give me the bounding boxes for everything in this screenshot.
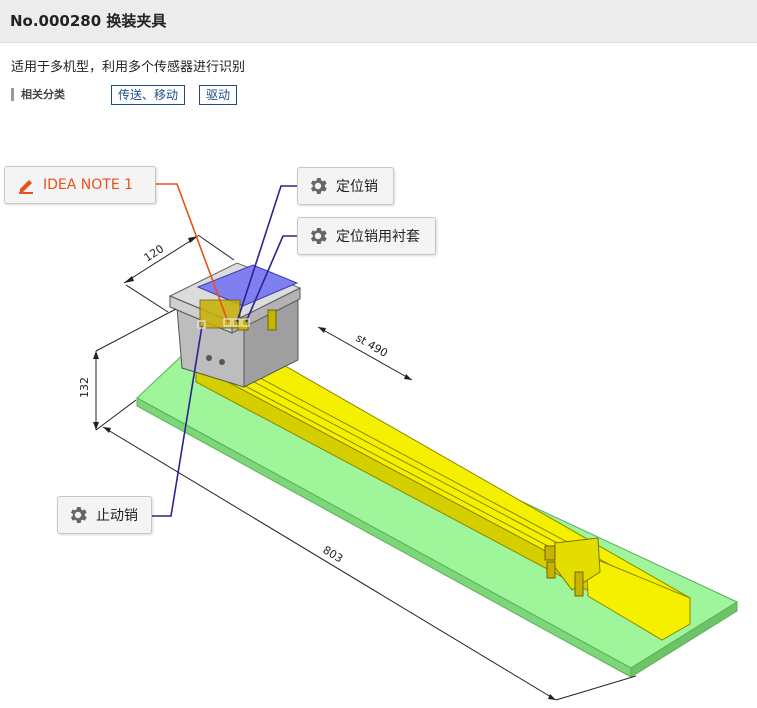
gear-icon <box>310 178 327 194</box>
idea-note-label: IDEA NOTE 1 <box>43 177 134 193</box>
gear-icon <box>70 507 87 523</box>
pin-bushing-label: 定位销用衬套 <box>336 229 420 245</box>
pencil-icon <box>19 180 33 194</box>
category-tag-drive[interactable]: 驱动 <box>199 85 238 105</box>
dimension-arrows <box>93 236 556 700</box>
leader-markers <box>197 318 250 329</box>
idea-note-callout[interactable]: IDEA NOTE 1 <box>4 166 156 204</box>
linear-actuator <box>194 339 692 641</box>
gear-icon <box>310 228 327 244</box>
locating-pin-label: 定位销 <box>336 179 378 195</box>
category-label: 相关分类 <box>11 88 65 101</box>
pin-bushing-callout[interactable]: 定位销用衬套 <box>297 217 436 255</box>
page-title: No.000280 换装夹具 <box>10 12 167 30</box>
jig-body <box>168 262 302 388</box>
description: 适用于多机型，利用多个传感器进行识别 <box>11 60 246 75</box>
locating-pin-callout[interactable]: 定位销 <box>297 167 394 205</box>
leader-lines <box>150 183 297 517</box>
dimension-width: 120 <box>142 242 167 264</box>
title-bar: No.000280 换装夹具 <box>0 0 757 43</box>
category-tag-transport[interactable]: 传送、移动 <box>111 85 186 105</box>
dimension-stroke: st 490 <box>354 331 390 360</box>
stop-pin-callout[interactable]: 止动销 <box>57 496 152 534</box>
dimension-height: 132 <box>78 377 91 398</box>
stop-pin-label: 止动销 <box>96 508 138 524</box>
dimension-length: 803 <box>320 543 345 565</box>
